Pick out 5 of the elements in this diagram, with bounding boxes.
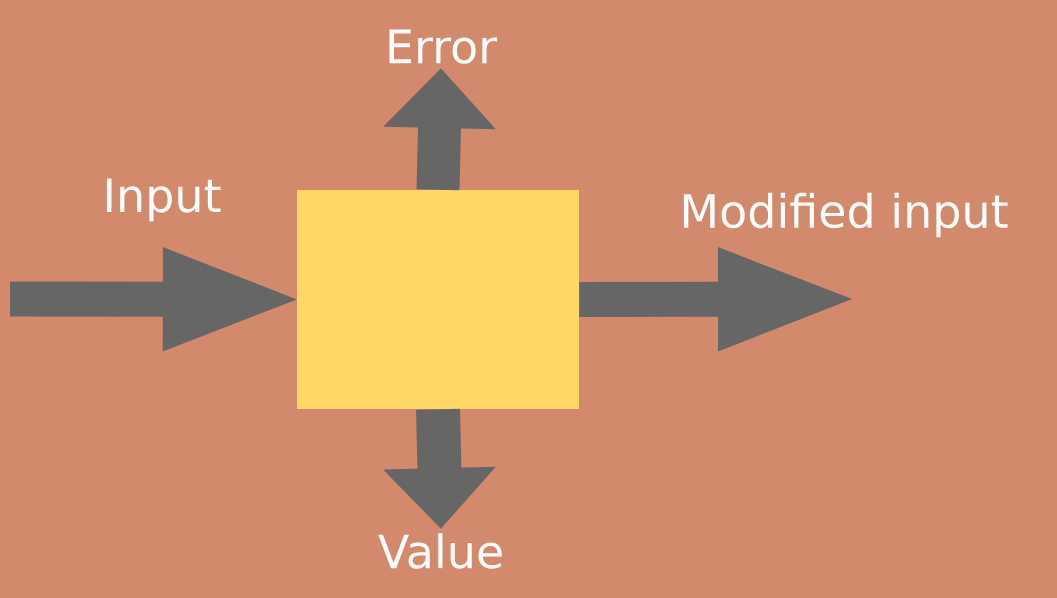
node-text: Value bbox=[378, 533, 502, 569]
node-text: Error bbox=[389, 29, 498, 64]
edge-label: Modified input bbox=[677, 190, 1011, 240]
edge-label: Input bbox=[100, 176, 224, 224]
process-box bbox=[297, 190, 579, 409]
